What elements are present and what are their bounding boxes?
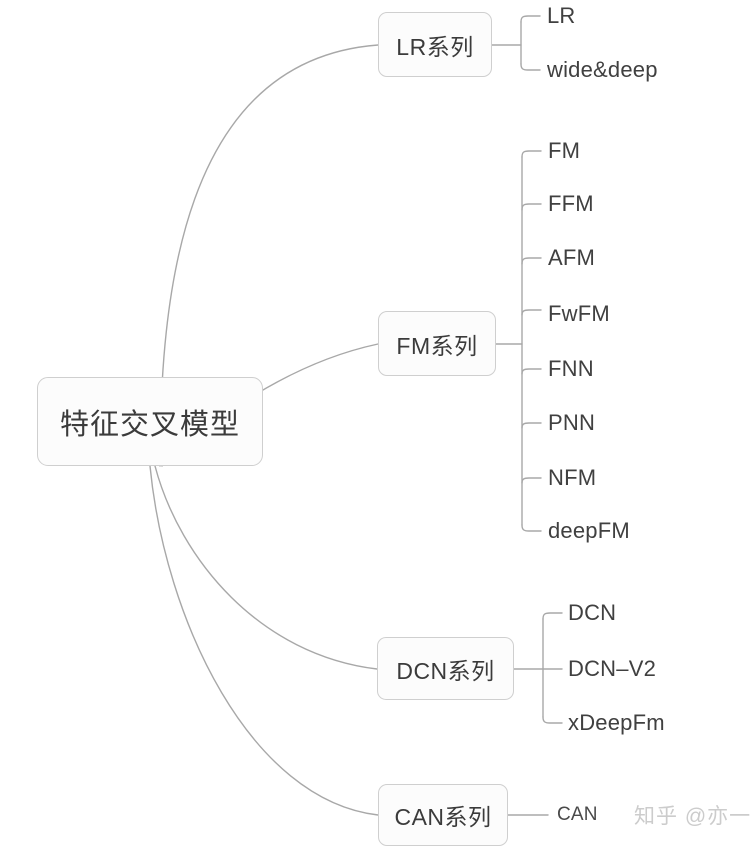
leaf-dcn-0[interactable]: DCN <box>568 600 617 625</box>
edge-fm-stub-6 <box>521 477 542 484</box>
edge-fm-stub-2 <box>521 257 542 265</box>
edge-dcn-stub-0 <box>542 612 563 620</box>
edge-fm-stub-4 <box>521 368 542 375</box>
leaf-lr-1[interactable]: wide&deep <box>547 57 658 82</box>
edge-root-to-can <box>149 465 379 816</box>
node-branch-lr[interactable]: LR系列 <box>378 12 492 77</box>
leaf-fm-3[interactable]: FwFM <box>548 301 610 326</box>
node-branch-can[interactable]: CAN系列 <box>378 784 508 846</box>
leaf-can-0[interactable]: CAN <box>557 804 598 825</box>
node-branch-fm[interactable]: FM系列 <box>378 311 496 376</box>
leaf-fm-5[interactable]: PNN <box>548 410 596 435</box>
node-branch-dcn-label: DCN系列 <box>396 657 495 684</box>
node-branch-dcn[interactable]: DCN系列 <box>377 637 514 700</box>
watermark-zhihu: 知乎 @亦一 <box>634 805 752 828</box>
leaf-fm-6[interactable]: NFM <box>548 465 597 490</box>
node-branch-fm-label: FM系列 <box>396 332 478 359</box>
edge-root-to-dcn <box>154 465 378 670</box>
node-branch-lr-label: LR系列 <box>396 33 474 60</box>
node-branch-can-label: CAN系列 <box>394 804 492 830</box>
leaf-fm-7[interactable]: deepFM <box>548 518 630 543</box>
edge-fm-stub-0 <box>521 150 542 158</box>
edge-fm-stub-7 <box>521 524 542 532</box>
leaf-fm-1[interactable]: FFM <box>548 191 594 216</box>
edge-fm-stub-1 <box>521 203 542 211</box>
leaf-fm-0[interactable]: FM <box>548 138 581 163</box>
leaf-fm-2[interactable]: AFM <box>548 245 596 270</box>
edge-lr-stub-0 <box>520 15 541 23</box>
leaf-dcn-1[interactable]: DCN–V2 <box>568 656 657 681</box>
node-root[interactable]: 特征交叉模型 <box>37 377 263 466</box>
leaf-dcn-2[interactable]: xDeepFm <box>568 710 665 735</box>
edge-fm-stub-3 <box>521 309 542 316</box>
leaf-fm-4[interactable]: FNN <box>548 356 594 381</box>
edge-dcn-stub-2 <box>542 716 563 724</box>
edge-fm-stub-5 <box>521 422 542 429</box>
leaf-lr-0[interactable]: LR <box>547 3 576 28</box>
edge-lr-stub-1 <box>520 63 541 71</box>
node-root-label: 特征交叉模型 <box>59 408 240 441</box>
